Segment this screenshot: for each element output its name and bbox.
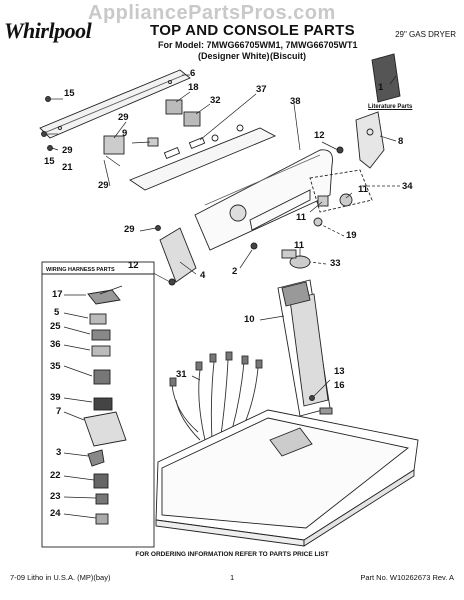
product-type: 29" GAS DRYER [395,30,456,39]
callout-31: 31 [176,369,187,380]
variant-biscuit: (Biscuit) [270,51,306,61]
model-line: For Model: 7MWG66705WM1, 7MWG66705WT1 [158,40,358,50]
callout-15-top: 15 [64,88,75,99]
callout-36: 36 [50,339,61,350]
callout-29-c: 29 [98,180,109,191]
callout-11-b: 11 [296,212,307,223]
page-title: TOP AND CONSOLE PARTS [150,22,355,39]
wiring-harness-parts-box [41,261,155,548]
callout-23: 23 [50,491,61,502]
control-panel [129,127,277,191]
callout-17: 17 [52,289,63,300]
callout-29-b: 29 [62,145,73,156]
callout-6: 6 [190,68,196,79]
callout-2: 2 [232,266,238,277]
variant-white: (Designer White) [198,51,270,61]
switch-18 [165,99,183,115]
end-cap-4 [159,227,197,283]
callout-3: 3 [56,447,62,458]
callout-32: 32 [210,95,221,106]
callout-24: 24 [50,508,61,519]
callout-21: 21 [62,162,73,173]
callout-4: 4 [200,270,206,281]
callout-11-c: 11 [294,240,305,251]
literature-parts-label: Literature Parts [368,104,413,110]
callout-1: 1 [378,82,384,93]
literature-book [371,53,401,103]
wiring-harness-title: WIRING HARNESS PARTS [46,267,115,273]
litho-note: 7-09 Litho in U.S.A. (MP)(bay) [10,573,111,582]
callout-5: 5 [54,307,60,318]
timer-module [103,135,125,155]
part-number: Part No. W10262673 Rev. A [360,573,454,582]
callout-38: 38 [290,96,301,107]
callout-29-d: 29 [124,224,135,235]
callout-18: 18 [188,82,199,93]
switch-32 [183,111,201,127]
callout-7: 7 [56,406,62,417]
callout-25: 25 [50,321,61,332]
callout-37: 37 [256,84,267,95]
callout-19: 19 [346,230,357,241]
callout-13: 13 [334,366,345,377]
callout-34: 34 [402,181,413,192]
wiring-harness [169,351,263,447]
callout-9: 9 [122,128,128,139]
callout-16: 16 [334,380,345,391]
callout-15-bottom: 15 [44,156,55,167]
callout-39: 39 [50,392,61,403]
callout-11-a: 11 [358,184,369,195]
callout-35: 35 [50,361,61,372]
whirlpool-logo: Whirlpool [4,18,92,43]
ordering-note: FOR ORDERING INFORMATION REFER TO PARTS … [135,551,329,558]
callout-8: 8 [398,136,404,147]
callout-12-top: 12 [314,130,325,141]
callout-29-a: 29 [118,112,129,123]
page-number: 1 [230,573,235,582]
end-cap-8 [355,111,385,169]
callout-22: 22 [50,470,61,481]
callout-33: 33 [330,258,341,269]
watermark: AppliancePartsPros.com [88,2,336,24]
callout-12-bottom: 12 [128,260,139,271]
console-cover [194,149,333,251]
callout-10: 10 [244,314,255,325]
